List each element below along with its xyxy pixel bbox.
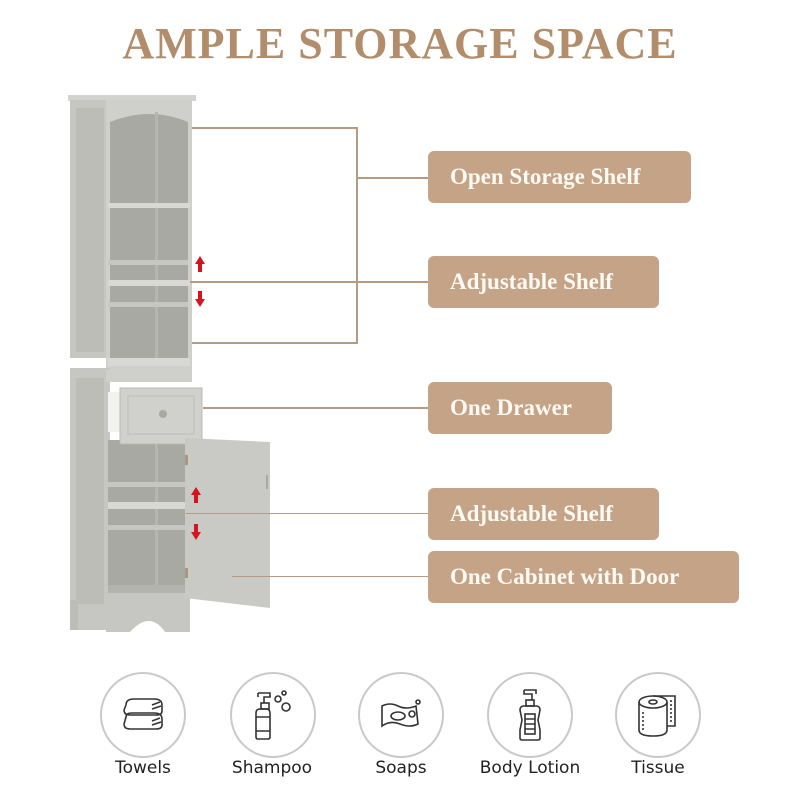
feature-label-one-drawer: One Drawer	[428, 382, 612, 434]
usage-label-shampoo: Shampoo	[231, 758, 313, 778]
feature-label-cabinet-with-door: One Cabinet with Door	[428, 551, 739, 603]
feature-label-adjustable-shelf-upper: Adjustable Shelf	[428, 256, 659, 308]
soap-icon	[358, 672, 444, 758]
feature-label-open-storage-shelf: Open Storage Shelf	[428, 151, 691, 203]
tissue-icon	[615, 672, 701, 758]
arrow-up-icon	[195, 256, 205, 272]
connector-adjustable-shelf-2	[186, 513, 428, 514]
arrow-down-icon	[191, 524, 201, 540]
usage-label-soaps: Soaps	[375, 758, 427, 778]
towels-icon	[100, 672, 186, 758]
connector-cabinet-door	[232, 576, 428, 577]
connector-bracket-bottom	[192, 342, 358, 344]
connector-adjustable-shelf-1	[190, 281, 428, 283]
feature-label-adjustable-shelf-lower: Adjustable Shelf	[428, 488, 659, 540]
connector-bracket-top	[192, 127, 358, 129]
shampoo-icon	[230, 672, 316, 758]
arrow-down-icon	[195, 291, 205, 307]
usage-label-tissue: Tissue	[631, 758, 685, 778]
page-title: AMPLE STORAGE SPACE	[122, 19, 678, 68]
usage-label-towels: Towels	[115, 758, 171, 778]
connector-open-shelf	[356, 177, 428, 179]
usage-label-body-lotion: Body Lotion	[479, 758, 581, 778]
connector-drawer	[203, 407, 428, 409]
body-lotion-icon	[487, 672, 573, 758]
arrow-up-icon	[191, 487, 201, 503]
connector-bracket-vertical	[356, 127, 358, 344]
